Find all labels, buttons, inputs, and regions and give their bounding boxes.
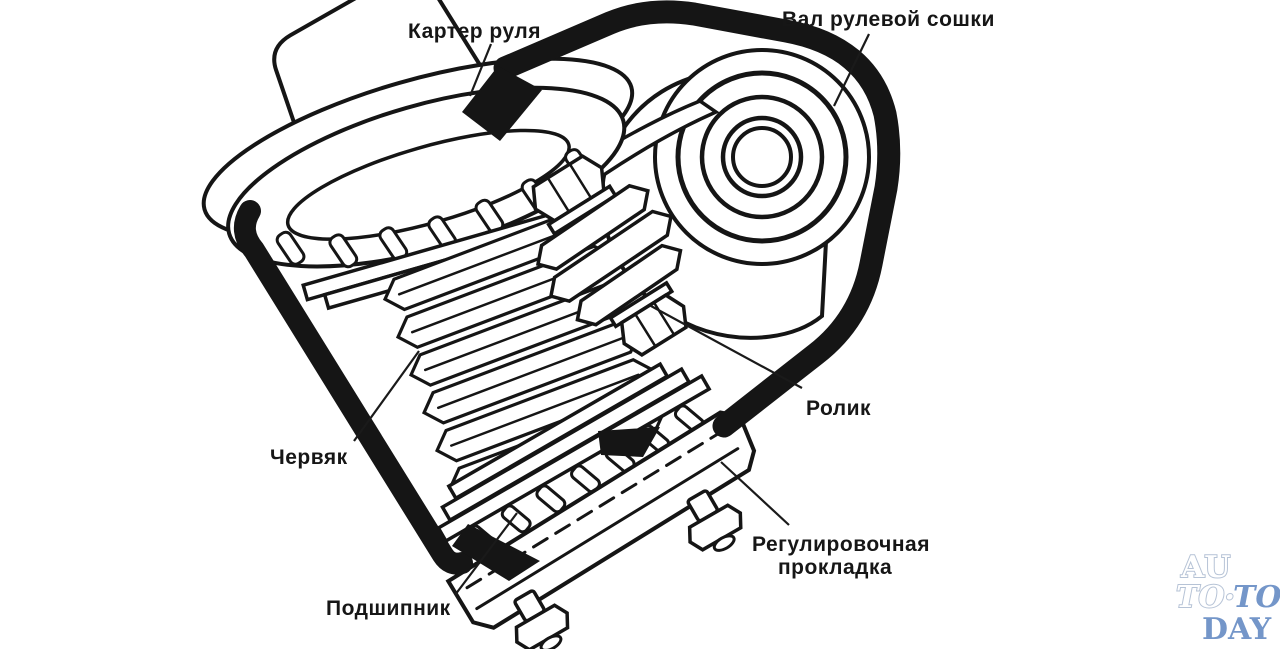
lower-bearing-and-cover xyxy=(435,361,757,649)
worm-shaft-assembly xyxy=(201,0,757,649)
label-worm: Червяк xyxy=(270,446,348,469)
label-bearing: Подшипник xyxy=(326,597,451,620)
leader-worm xyxy=(353,350,420,442)
watermark-line1: AU xyxy=(1180,550,1230,585)
watermark-line2: TO· TO xyxy=(1176,580,1280,615)
leader-housing xyxy=(468,43,493,97)
label-roller: Ролик xyxy=(806,397,871,420)
leader-roller xyxy=(650,305,803,389)
label-housing: Картер руля xyxy=(408,20,541,43)
leader-pitman xyxy=(833,33,870,107)
cover-bolt-left xyxy=(513,589,570,649)
worm-threads xyxy=(382,206,668,501)
leader-lines xyxy=(353,33,870,596)
steering-housing-outline xyxy=(233,0,901,581)
label-shim-line1: Регулировочная xyxy=(752,533,930,556)
leader-bearing xyxy=(454,512,518,596)
pitman-shaft-rings xyxy=(653,48,871,266)
label-shim-line2: прокладка xyxy=(778,556,892,579)
leader-shim xyxy=(720,461,790,526)
roller-spool xyxy=(531,154,688,357)
cover-edge-line xyxy=(475,447,740,611)
watermark-line3: DAY xyxy=(1202,612,1272,647)
cover-bolt-right xyxy=(686,489,743,552)
autotoday-watermark: AU TO· TO DAY xyxy=(1175,549,1280,647)
label-pitman-arm-shaft: Вал рулевой сошки xyxy=(782,8,995,31)
